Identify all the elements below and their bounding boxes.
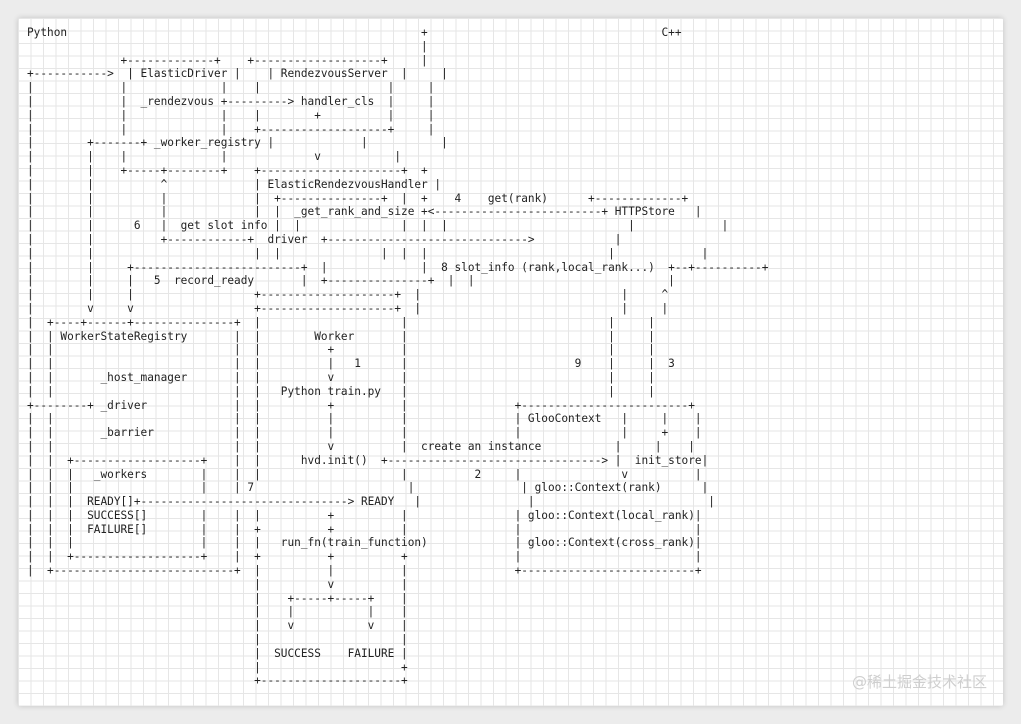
diagram-line: | +: [27, 660, 408, 674]
diagram-line: +---------------------+: [27, 674, 408, 688]
diagram-line: | | +-------------------+ | | hvd.init()…: [27, 453, 709, 467]
diagram-line: | +-----+-----+ |: [27, 591, 408, 605]
diagram-line: | | | | | |: [27, 81, 435, 95]
diagram-line: | | | | | _get_rank_and_size +<---------…: [27, 205, 702, 219]
diagram-line: | | | | | 1 | 9 | | 3: [27, 357, 675, 371]
diagram-line: | SUCCESS FAILURE |: [27, 646, 408, 660]
diagram-line: | | | | | 7 | | gloo::Context(rank) |: [27, 481, 709, 495]
diagram-line: | | 6 | get slot info | | | | | | |: [27, 219, 729, 233]
diagram-line: +-------------+ +-------------------+ |: [27, 53, 428, 67]
diagram-line: | |: [27, 633, 408, 647]
diagram-line: | | | | | | | | |: [27, 246, 709, 260]
diagram-line: | +----+------+---------------+ | | | |: [27, 315, 655, 329]
diagram-line: | | | +--------------------+ | | ^: [27, 288, 669, 302]
diagram-line: | | +-------------------------+ | | 8 sl…: [27, 260, 769, 274]
diagram-line: | | | 5 record_ready | +---------------+…: [27, 274, 709, 288]
diagram-line: | | ^ | ElasticRendezvousHandler |: [27, 177, 442, 191]
diagram-line: | | | _workers | | | | 2 | v |: [27, 467, 702, 481]
diagram-line: | v |: [27, 577, 408, 591]
diagram-line: +-----------> | ElasticDriver | | Rendez…: [27, 67, 448, 81]
diagram-line: | | +-------------------+ | + + + | |: [27, 550, 702, 564]
diagram-line: | | _host_manager | | v | | |: [27, 370, 655, 384]
ascii-architecture-diagram: Python + C++ | +-------------+ +--------: [27, 26, 768, 688]
diagram-line: | | _barrier | | | | | | + |: [27, 426, 702, 440]
diagram-line: | | | | + | |: [27, 108, 435, 122]
diagram-line: | | +------------+ driver +-------------…: [27, 232, 622, 246]
diagram-line: | +---------------------------+ | | | +-…: [27, 564, 702, 578]
diagram-line: |: [27, 39, 428, 53]
diagram-line: | | | | | | | GlooContext | | |: [27, 412, 702, 426]
diagram-line: | v v |: [27, 619, 408, 633]
diagram-line: Python + C++: [27, 26, 682, 39]
diagram-line: | | | | +---------------+ | + 4 get(rank…: [27, 191, 689, 205]
diagram-canvas: Python + C++ | +-------------+ +--------: [18, 18, 1003, 706]
diagram-line: +--------+ _driver | | + | +------------…: [27, 398, 695, 412]
diagram-line: | | _rendezvous +---------> handler_cls …: [27, 94, 435, 108]
diagram-line: | | | READY[]+--------------------------…: [27, 495, 715, 509]
diagram-line: | | | |: [27, 605, 408, 619]
diagram-line: | | | SUCCESS[] | | | + | | gloo::Contex…: [27, 508, 702, 522]
diagram-line: | +-------+ _worker_registry | | |: [27, 136, 448, 150]
watermark: @稀土掘金技术社区: [851, 673, 987, 691]
diagram-line: | v v +--------------------+ | | |: [27, 301, 669, 315]
diagram-line: | | | | Python train.py | | |: [27, 384, 655, 398]
diagram-line: | | +-----+--------+ +------------------…: [27, 163, 428, 177]
diagram-line: | | | | v | create an instance | | |: [27, 439, 695, 453]
diagram-line: | | WorkerStateRegistry | | Worker | | |: [27, 329, 655, 343]
diagram-line: | | | | + | | |: [27, 343, 655, 357]
diagram-line: | | | +-------------------+ |: [27, 122, 435, 136]
diagram-line: | | | | | | run_fn(train_function) | glo…: [27, 536, 702, 550]
diagram-line: | | | FAILURE[] | | + + | | |: [27, 522, 702, 536]
diagram-line: | | | | v |: [27, 150, 402, 164]
